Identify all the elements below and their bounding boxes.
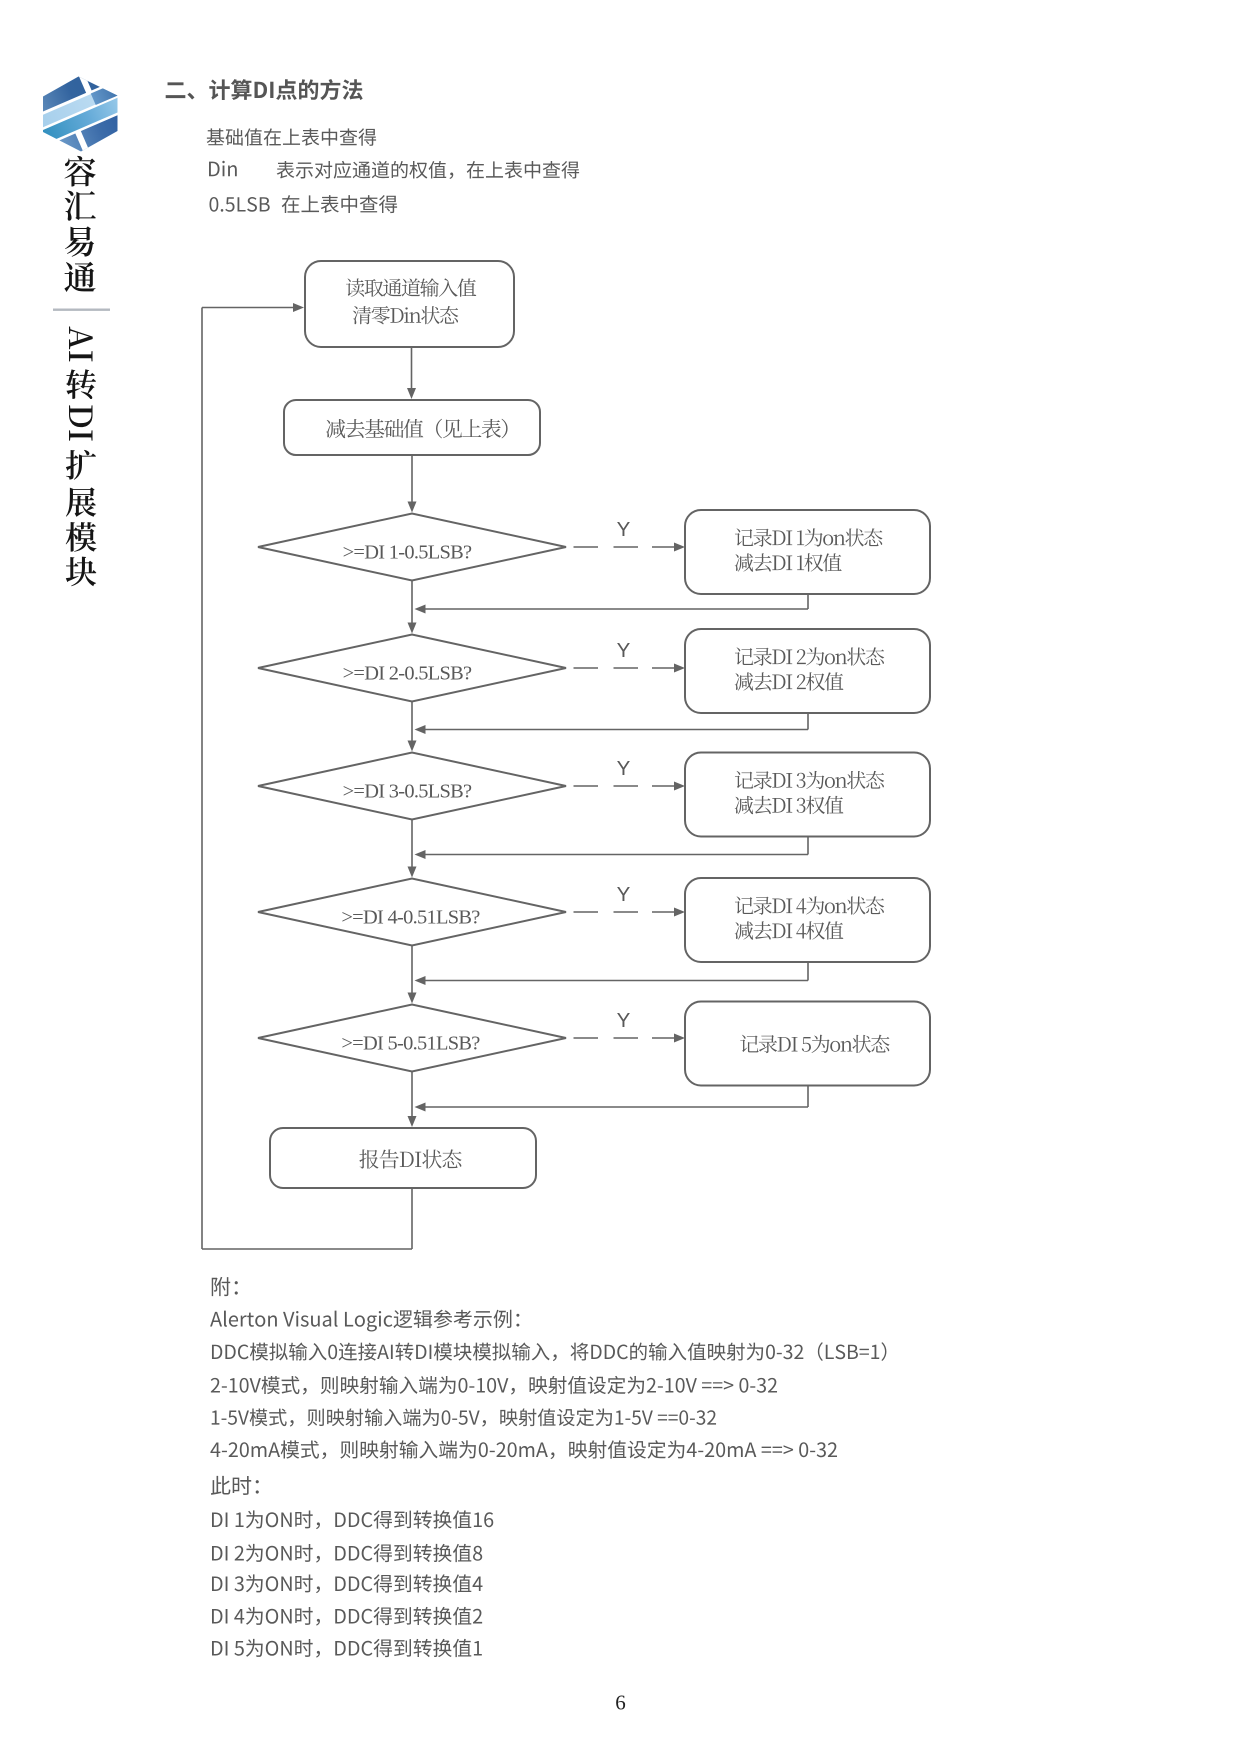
svg-text:>=DI 2-0.5LSB?: >=DI 2-0.5LSB?	[343, 663, 472, 685]
svg-text:>=DI 5-0.51LSB?: >=DI 5-0.51LSB?	[341, 1033, 480, 1055]
svg-text:Y: Y	[617, 639, 631, 662]
svg-text:Y: Y	[617, 883, 631, 906]
svg-text:>=DI 3-0.5LSB?: >=DI 3-0.5LSB?	[343, 781, 472, 803]
svg-text:6: 6	[615, 1691, 626, 1715]
svg-text:Y: Y	[617, 1009, 631, 1032]
svg-text:Y: Y	[617, 518, 631, 541]
svg-text:Y: Y	[617, 757, 631, 780]
svg-text:>=DI 4-0.51LSB?: >=DI 4-0.51LSB?	[341, 907, 480, 929]
svg-text:>=DI 1-0.5LSB?: >=DI 1-0.5LSB?	[343, 542, 472, 564]
